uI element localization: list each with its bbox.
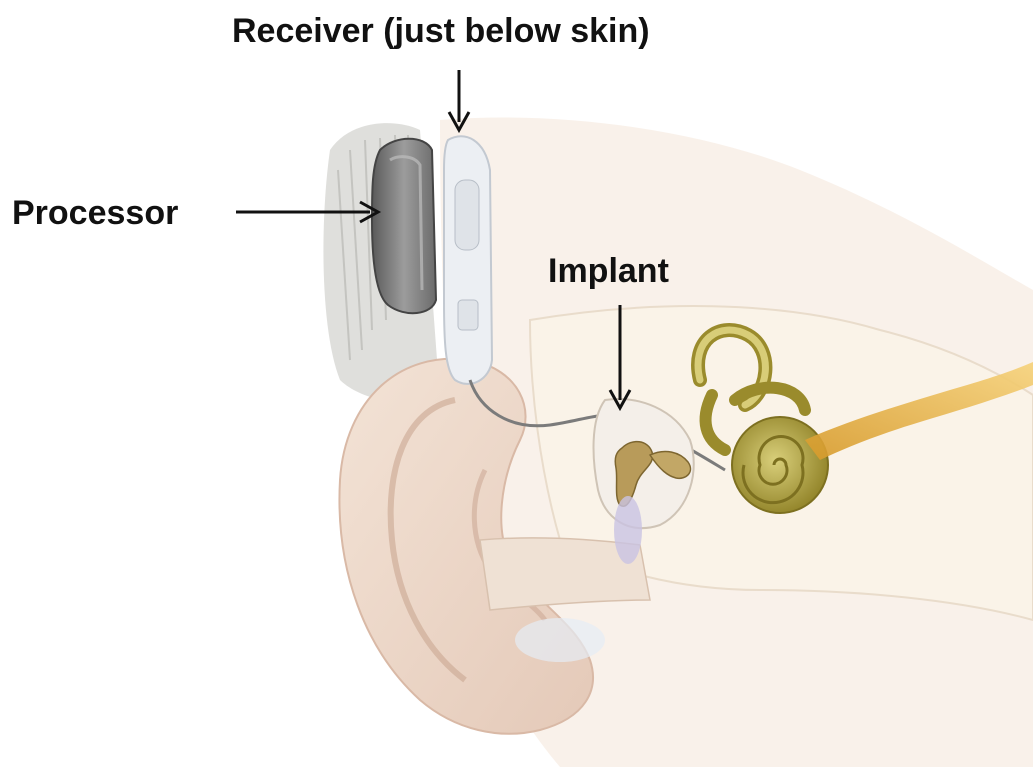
implant-label: Implant <box>548 252 669 290</box>
receiver <box>444 136 492 384</box>
receiver-label: Receiver (just below skin) <box>232 12 650 50</box>
eardrum <box>614 496 642 564</box>
processor-device <box>372 139 436 313</box>
processor-label: Processor <box>12 194 178 232</box>
